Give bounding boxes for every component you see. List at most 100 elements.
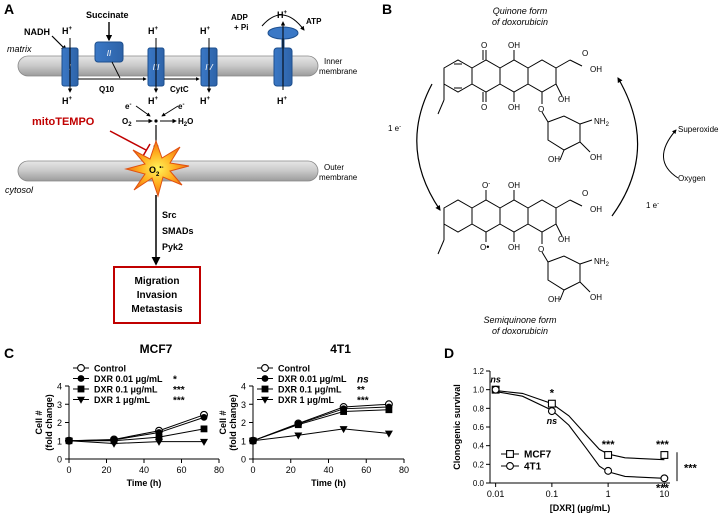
panel-b: B Quinone form of doxorubicin [382,1,719,336]
legend-significance: *** [173,385,185,396]
cytc-label: CytC [170,85,189,94]
quinone-oh-bottom: OH [508,103,520,112]
legend-label: Control [278,364,310,374]
h-plus-bottom-3: H+ [148,96,159,106]
oxidation-electron-label: 1 e- [646,201,659,210]
significance-label: *** [656,439,670,451]
data-point [294,432,303,440]
legend-label: DXR 0.01 μg/mL [278,374,347,384]
data-point [155,433,163,441]
adp-label: ADP [231,13,249,22]
data-point [547,399,556,408]
quinone-ketone-o: O [582,49,588,58]
x-tick-label: 80 [399,465,409,475]
data-point [200,413,208,421]
data-point [604,466,613,475]
quinone-oh-ring: OH [558,95,570,104]
x-tick-label: 1 [606,489,611,499]
y-tick-label: 2 [57,418,62,428]
y-tick-label: 2 [241,418,246,428]
legend-significance: * [173,375,177,386]
oxygen-text: Oxygen [678,174,706,183]
legend-marker [77,364,85,372]
y-tick-label: 0 [57,455,62,465]
oxidation-arrow [611,77,639,217]
y-tick-label: 1 [241,436,246,446]
reduction-electron-label: 1 e- [388,124,401,133]
quinone-caption-2: of doxorubicin [492,17,548,27]
x-tick-label: 20 [286,465,296,475]
h-plus-bottom-1: H+ [62,96,73,106]
reduction-arrow [416,83,441,211]
legend-significance: *** [173,396,185,407]
data-point [340,408,347,415]
y-tick-label: 0.8 [473,404,485,413]
x-tick-label: 10 [659,489,669,499]
data-point [339,426,348,434]
legend-marker [77,385,85,393]
semiquinone-ketone-o: O [582,189,588,198]
legend-marker [77,375,85,382]
quinone-nh2: NH2 [594,117,610,128]
proton-labels: H+ H+ H+ H+ H+ H+ H+ H+ [62,10,288,106]
data-point [384,430,393,438]
inner-membrane [17,55,319,77]
y-tick-label: 4 [241,382,246,392]
data-point [547,407,556,416]
matrix-label: matrix [7,44,32,54]
outcome-box [113,266,201,324]
x-tick-label: 40 [323,465,333,475]
superoxide-label: O2•- [149,165,163,178]
legend-significance: *** [357,396,369,407]
quinone-atom-labels: O O OH OH OH O OH O OH OH NH2 [481,41,610,164]
e-minus-right: e- [178,102,184,111]
y-axis-label-2: (fold change) [228,394,238,451]
series-line [252,428,389,442]
outer-membrane-label-2: membrane [319,173,358,182]
x-tick-label: 60 [361,465,371,475]
data-point [660,474,669,483]
series-line [68,440,204,444]
quinone-side-oh: OH [590,65,602,74]
legend-label: DXR 1 μg/mL [278,395,335,405]
legend-label: DXR 0.1 μg/mL [94,385,158,395]
quinone-caption-1: Quinone form [493,6,548,16]
significance-label: ns [547,416,558,426]
q10-label: Q10 [99,85,115,94]
legend-significance: ** [357,385,365,396]
panel-letter-d: D [444,345,454,361]
y-tick-label: 0.6 [473,423,485,432]
mitotempo-inhibition-bar [142,143,151,157]
x-tick-label: 60 [176,465,186,475]
y-tick-label: 3 [241,400,246,410]
h-plus-bottom-4: H+ [200,96,211,106]
mitotempo-inhibition-line [109,130,147,151]
comparison-significance: *** [684,463,698,475]
legend-marker [261,385,269,393]
x-tick-label: 0.1 [546,489,559,499]
x-axis-label: [DXR] (μg/mL) [550,503,611,513]
y-tick-label: 3 [57,400,62,410]
quinone-o-bottom: O [481,103,487,112]
semiquinone-oh-ring: OH [558,235,570,244]
x-axis-label: Time (h) [311,478,346,488]
legend-marker [261,375,269,382]
semiquinone-oh-top: OH [508,181,520,190]
panel-letter-c: C [4,345,14,361]
quinone-structure [437,50,593,161]
legend-label: DXR 0.01 μg/mL [94,374,163,384]
succinate-label: Succinate [86,10,129,20]
series-line [68,414,205,442]
x-tick-label: 0.01 [487,489,505,499]
outcome-invasion: Invasion [137,290,178,301]
y-tick-label: 0 [241,455,246,465]
significance-label: *** [602,439,616,451]
fit-curve [495,390,665,479]
legend-marker [506,450,514,458]
x-tick-label: 80 [214,465,224,475]
semiquinone-o-minus: O- [482,181,490,190]
significance-label: * [550,388,555,400]
